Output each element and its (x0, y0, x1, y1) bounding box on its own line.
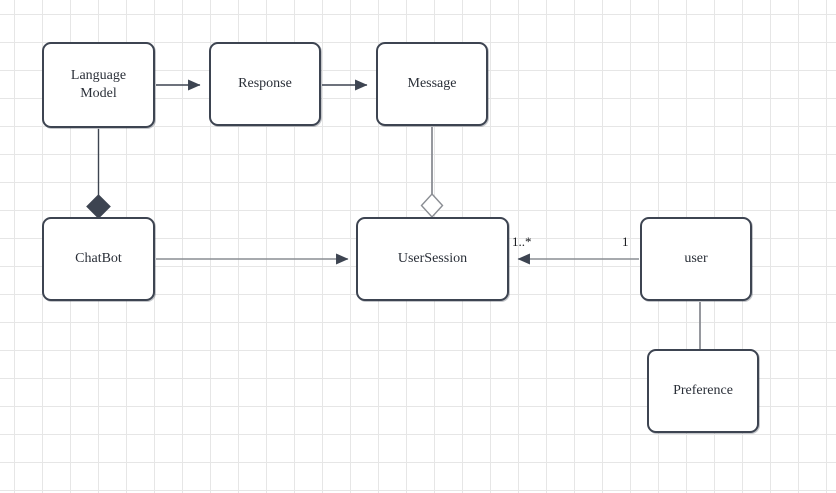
multiplicity-user-end: 1 (622, 234, 629, 249)
filled-diamond-icon (86, 194, 111, 219)
node-preference[interactable]: Preference (647, 349, 759, 433)
node-label: Preference (673, 383, 733, 398)
node-label: Message (407, 76, 457, 91)
edge-message-to-usersession[interactable] (420, 127, 444, 219)
node-user[interactable]: user (640, 217, 752, 301)
hollow-diamond-icon (420, 192, 444, 219)
multiplicity-usersession-end: 1..* (512, 234, 532, 249)
node-label: ChatBot (75, 251, 122, 266)
node-label: Language Model (70, 68, 127, 101)
node-usersession[interactable]: UserSession (356, 217, 509, 301)
node-message[interactable]: Message (376, 42, 488, 126)
node-response[interactable]: Response (209, 42, 321, 126)
edge-language-model-to-chatbot[interactable] (86, 129, 111, 219)
node-label: Response (238, 76, 292, 91)
node-chatbot[interactable]: ChatBot (42, 217, 155, 301)
node-language-model[interactable]: Language Model (42, 42, 155, 128)
node-label: user (684, 251, 708, 266)
node-label: UserSession (397, 251, 468, 266)
